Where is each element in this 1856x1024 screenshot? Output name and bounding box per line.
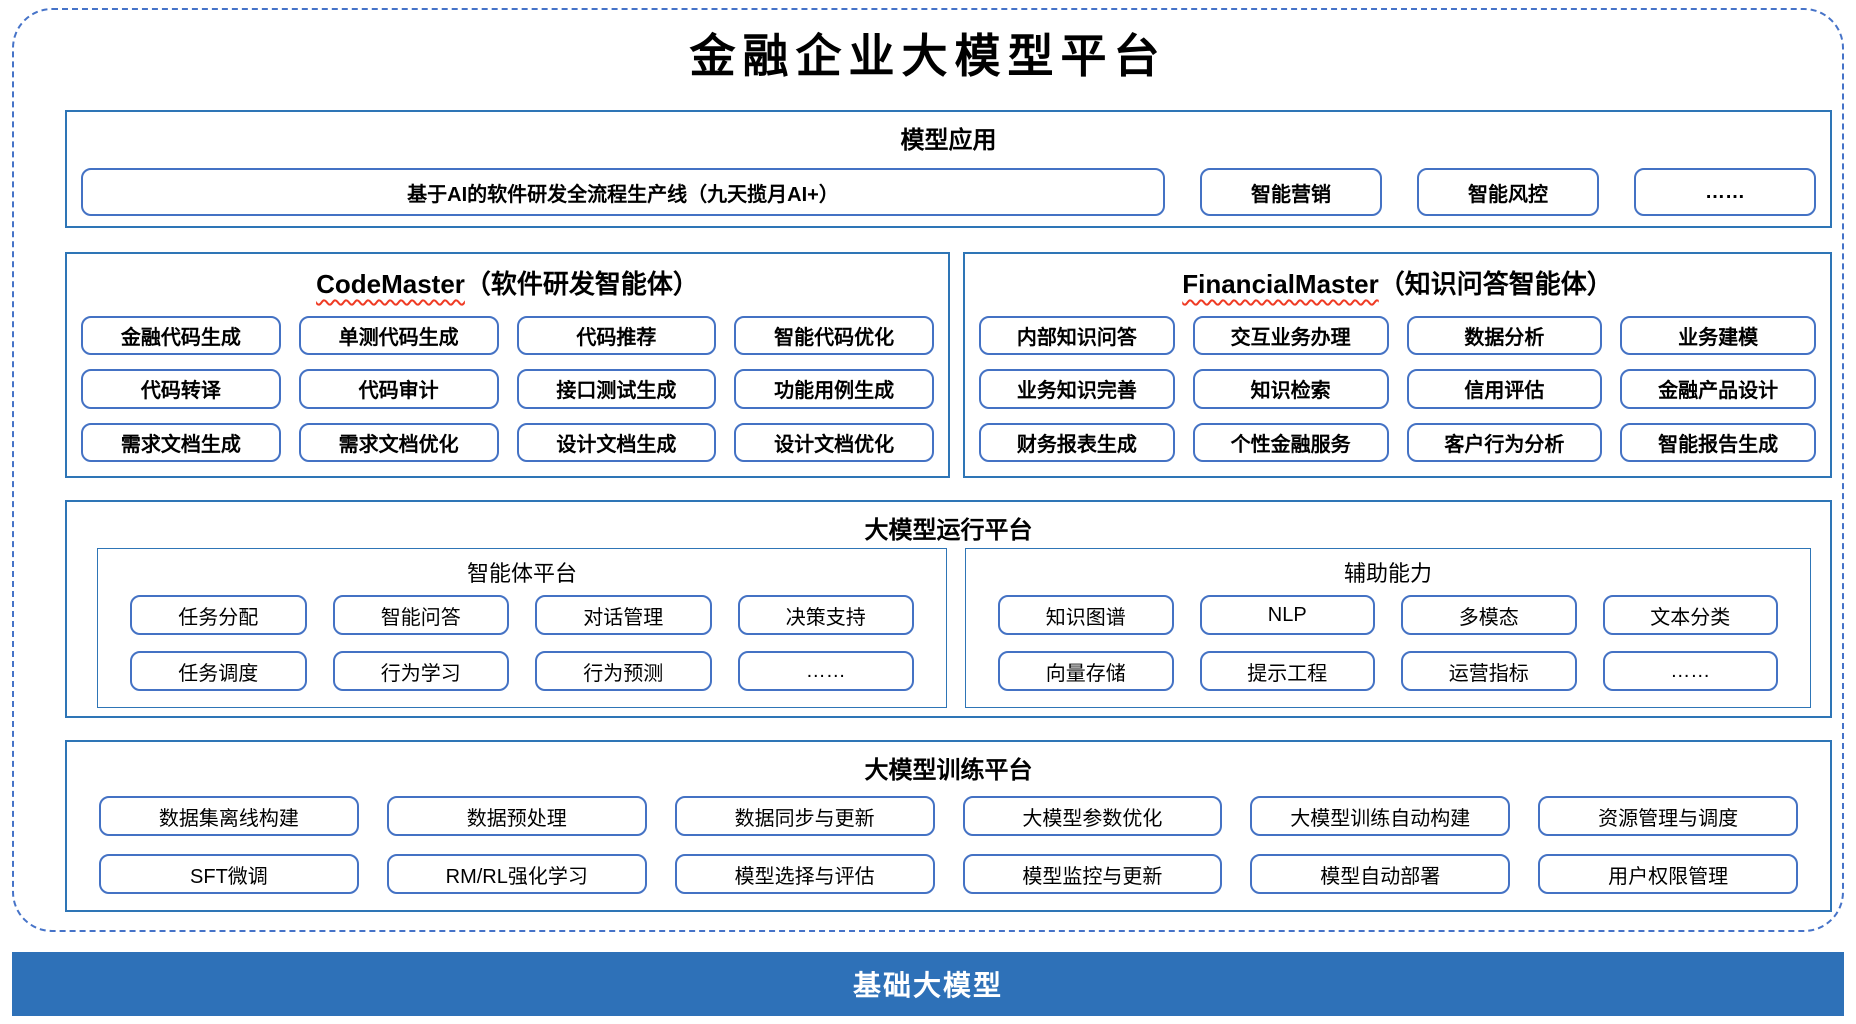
codemaster-grid: 金融代码生成 单测代码生成 代码推荐 智能代码优化 代码转译 代码审计 接口测试… xyxy=(81,316,934,462)
codemaster-panel: CodeMaster（软件研发智能体） 金融代码生成 单测代码生成 代码推荐 智… xyxy=(65,252,950,478)
training-item: 模型监控与更新 xyxy=(962,854,1223,894)
agent-item: 金融代码生成 xyxy=(81,316,281,356)
runtime-item: 行为预测 xyxy=(535,651,712,691)
agent-item: 代码转译 xyxy=(81,369,281,409)
agent-item: 业务知识完善 xyxy=(979,369,1175,409)
auxiliary-capability-subsection: 辅助能力 知识图谱 NLP 多模态 文本分类 向量存储 提示工程 运营指标 …… xyxy=(965,548,1811,708)
training-item: 模型自动部署 xyxy=(1250,854,1511,894)
agent-item: 接口测试生成 xyxy=(516,369,717,409)
agent-item: 设计文档生成 xyxy=(516,422,717,462)
financialmaster-grid: 内部知识问答 交互业务办理 数据分析 业务建模 业务知识完善 知识检索 信用评估… xyxy=(979,316,1816,462)
agent-item: 金融产品设计 xyxy=(1620,369,1816,409)
agent-item: 单测代码生成 xyxy=(298,316,499,356)
financialmaster-title: FinancialMaster（知识问答智能体） xyxy=(965,254,1830,301)
training-grid: 数据集离线构建 数据预处理 数据同步与更新 大模型参数优化 大模型训练自动构建 … xyxy=(99,796,1798,894)
financialmaster-panel: FinancialMaster（知识问答智能体） 内部知识问答 交互业务办理 数… xyxy=(963,252,1832,478)
auxiliary-capability-heading: 辅助能力 xyxy=(1343,561,1432,586)
runtime-item: …… xyxy=(737,651,914,691)
runtime-item: 对话管理 xyxy=(535,595,712,635)
runtime-platform-heading: 大模型运行平台 xyxy=(864,517,1033,544)
training-platform-section: 大模型训练平台 数据集离线构建 数据预处理 数据同步与更新 大模型参数优化 大模… xyxy=(65,740,1832,912)
runtime-item: 文本分类 xyxy=(1602,595,1778,635)
model-application-section: 模型应用 基于AI的软件研发全流程生产线（九天揽月AI+） 智能营销 智能风控 … xyxy=(65,110,1832,228)
agent-item: 个性金融服务 xyxy=(1192,422,1389,462)
model-app-item-more: …… xyxy=(1634,168,1816,216)
runtime-item: 运营指标 xyxy=(1401,651,1577,691)
training-platform-heading: 大模型训练平台 xyxy=(864,757,1033,784)
training-item: 资源管理与调度 xyxy=(1538,796,1798,836)
training-item: 模型选择与评估 xyxy=(674,854,935,894)
codemaster-name-cn: （软件研发智能体） xyxy=(464,269,699,299)
page-title: 金融企业大模型平台 xyxy=(689,29,1167,83)
runtime-platform-section: 大模型运行平台 智能体平台 任务分配 智能问答 对话管理 决策支持 任务调度 行… xyxy=(65,500,1832,718)
model-application-row: 基于AI的软件研发全流程生产线（九天揽月AI+） 智能营销 智能风控 …… xyxy=(81,168,1816,216)
training-item: 大模型参数优化 xyxy=(962,796,1223,836)
runtime-item: 行为学习 xyxy=(332,651,509,691)
runtime-item: 多模态 xyxy=(1401,595,1577,635)
runtime-item: 知识图谱 xyxy=(998,595,1174,635)
agent-item: 智能报告生成 xyxy=(1620,422,1816,462)
runtime-item: 智能问答 xyxy=(332,595,509,635)
training-item: RM/RL强化学习 xyxy=(386,854,647,894)
training-item: 数据预处理 xyxy=(386,796,647,836)
training-item: 大模型训练自动构建 xyxy=(1250,796,1511,836)
training-item: 数据集离线构建 xyxy=(99,796,359,836)
base-model-bar: 基础大模型 xyxy=(12,952,1844,1016)
platform-outer-frame xyxy=(12,8,1844,932)
agent-item: 业务建模 xyxy=(1620,316,1816,356)
runtime-item: …… xyxy=(1602,651,1778,691)
codemaster-name-en: CodeMaster xyxy=(316,269,465,299)
agent-platform-grid: 任务分配 智能问答 对话管理 决策支持 任务调度 行为学习 行为预测 …… xyxy=(130,595,914,691)
agent-item: 需求文档优化 xyxy=(298,422,499,462)
runtime-item: 决策支持 xyxy=(737,595,914,635)
agent-item: 设计文档优化 xyxy=(734,422,934,462)
financialmaster-name-en: FinancialMaster xyxy=(1182,269,1379,299)
agent-platform-subsection: 智能体平台 任务分配 智能问答 对话管理 决策支持 任务调度 行为学习 行为预测… xyxy=(97,548,947,708)
model-app-item-marketing: 智能营销 xyxy=(1200,168,1382,216)
runtime-item: 任务分配 xyxy=(130,595,307,635)
training-item: SFT微调 xyxy=(99,854,359,894)
agent-item: 代码审计 xyxy=(298,369,499,409)
runtime-item: 提示工程 xyxy=(1199,651,1375,691)
agent-item: 代码推荐 xyxy=(516,316,717,356)
agent-item: 需求文档生成 xyxy=(81,422,281,462)
agent-item: 客户行为分析 xyxy=(1406,422,1603,462)
agent-item: 信用评估 xyxy=(1406,369,1603,409)
runtime-item: NLP xyxy=(1199,595,1375,635)
model-app-item-pipeline: 基于AI的软件研发全流程生产线（九天揽月AI+） xyxy=(81,168,1165,216)
auxiliary-capability-grid: 知识图谱 NLP 多模态 文本分类 向量存储 提示工程 运营指标 …… xyxy=(998,595,1778,691)
agent-platform-heading: 智能体平台 xyxy=(466,561,577,586)
agent-item: 智能代码优化 xyxy=(734,316,934,356)
codemaster-title: CodeMaster（软件研发智能体） xyxy=(67,254,948,301)
agent-item: 内部知识问答 xyxy=(979,316,1175,356)
agent-item: 交互业务办理 xyxy=(1192,316,1389,356)
financialmaster-name-cn: （知识问答智能体） xyxy=(1378,269,1613,299)
agent-item: 财务报表生成 xyxy=(979,422,1175,462)
agent-item: 功能用例生成 xyxy=(734,369,934,409)
training-item: 用户权限管理 xyxy=(1538,854,1798,894)
model-app-item-risk: 智能风控 xyxy=(1417,168,1599,216)
agent-item: 数据分析 xyxy=(1406,316,1603,356)
model-application-heading: 模型应用 xyxy=(900,127,997,154)
training-item: 数据同步与更新 xyxy=(674,796,935,836)
runtime-item: 向量存储 xyxy=(998,651,1174,691)
agent-item: 知识检索 xyxy=(1192,369,1389,409)
base-model-label: 基础大模型 xyxy=(852,970,1003,1001)
runtime-item: 任务调度 xyxy=(130,651,307,691)
